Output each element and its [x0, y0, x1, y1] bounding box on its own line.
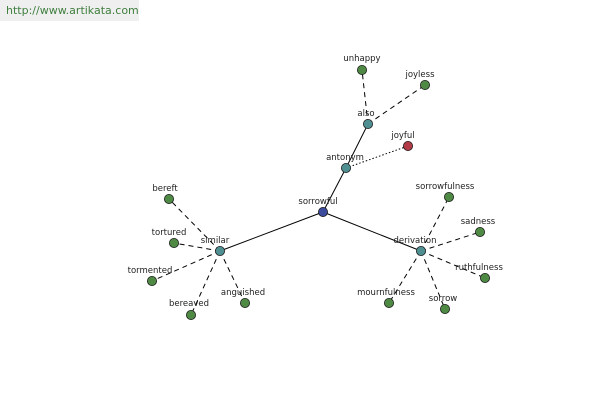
edge-sorrowful-similar: [219, 211, 324, 252]
edge-similar-bereaved: [190, 250, 221, 316]
node-label-tormented[interactable]: tormented: [128, 266, 173, 276]
node-anguished[interactable]: [239, 297, 250, 308]
node-label-sorrow[interactable]: sorrow: [429, 294, 457, 304]
edge-derivation-sorrow: [420, 250, 446, 310]
edge-similar-tormented: [151, 250, 221, 282]
node-label-similar[interactable]: similar: [201, 236, 230, 246]
node-mournfulness[interactable]: [383, 297, 394, 308]
node-sorrow[interactable]: [439, 303, 450, 314]
edges-layer: [151, 69, 486, 316]
node-antonym[interactable]: [340, 162, 351, 173]
edge-also-joyless: [367, 84, 426, 125]
node-label-joyless[interactable]: joyless: [404, 70, 435, 80]
edge-similar-anguished: [219, 250, 246, 304]
node-sorrowful[interactable]: [317, 206, 328, 217]
edge-similar-bereft: [168, 198, 221, 252]
node-label-derivation[interactable]: derivation: [393, 236, 436, 246]
node-ruthfulness[interactable]: [479, 272, 490, 283]
node-unhappy[interactable]: [356, 65, 367, 76]
node-label-joyful[interactable]: joyful: [390, 131, 414, 141]
edge-antonym-joyful: [345, 145, 409, 169]
node-joyless[interactable]: [419, 80, 430, 91]
node-derivation[interactable]: [415, 245, 426, 256]
edge-derivation-ruthfulness: [420, 250, 486, 279]
node-joyful[interactable]: [402, 140, 413, 151]
edge-antonym-also: [345, 123, 369, 169]
node-label-bereft[interactable]: bereft: [152, 184, 178, 194]
node-label-sorrowfulness[interactable]: sorrowfulness: [416, 182, 475, 192]
node-sorrowfulness[interactable]: [443, 191, 454, 202]
node-sadness[interactable]: [474, 226, 485, 237]
node-tormented[interactable]: [146, 275, 157, 286]
edge-also-unhappy: [361, 69, 369, 125]
node-similar[interactable]: [214, 245, 225, 256]
node-label-anguished[interactable]: anguished: [221, 288, 265, 298]
edge-derivation-sadness: [420, 231, 481, 252]
node-tortured[interactable]: [168, 237, 179, 248]
node-label-antonym[interactable]: antonym: [326, 153, 364, 163]
node-label-bereaved[interactable]: bereaved: [169, 299, 209, 309]
site-url-link[interactable]: http://www.artikata.com: [0, 0, 139, 21]
edge-sorrowful-derivation: [322, 211, 422, 252]
node-bereft[interactable]: [163, 193, 174, 204]
node-also[interactable]: [362, 119, 373, 130]
edge-derivation-mournfulness: [388, 250, 422, 304]
nodes-layer: [146, 65, 490, 320]
node-label-tortured[interactable]: tortured: [152, 228, 187, 238]
edge-derivation-sorrowfulness: [420, 196, 450, 252]
node-label-sorrowful[interactable]: sorrowful: [298, 197, 337, 207]
node-label-mournfulness[interactable]: mournfulness: [357, 288, 415, 298]
node-label-ruthfulness[interactable]: ruthfulness: [455, 263, 503, 273]
node-label-unhappy[interactable]: unhappy: [343, 54, 380, 64]
labels-layer: sorrowful antonym also similar derivation unh…: [128, 54, 504, 309]
node-label-sadness[interactable]: sadness: [461, 217, 496, 227]
node-bereaved[interactable]: [185, 309, 196, 320]
edge-sorrowful-antonym: [322, 167, 347, 213]
edge-similar-tortured: [173, 242, 221, 252]
node-label-also[interactable]: also: [357, 109, 374, 119]
